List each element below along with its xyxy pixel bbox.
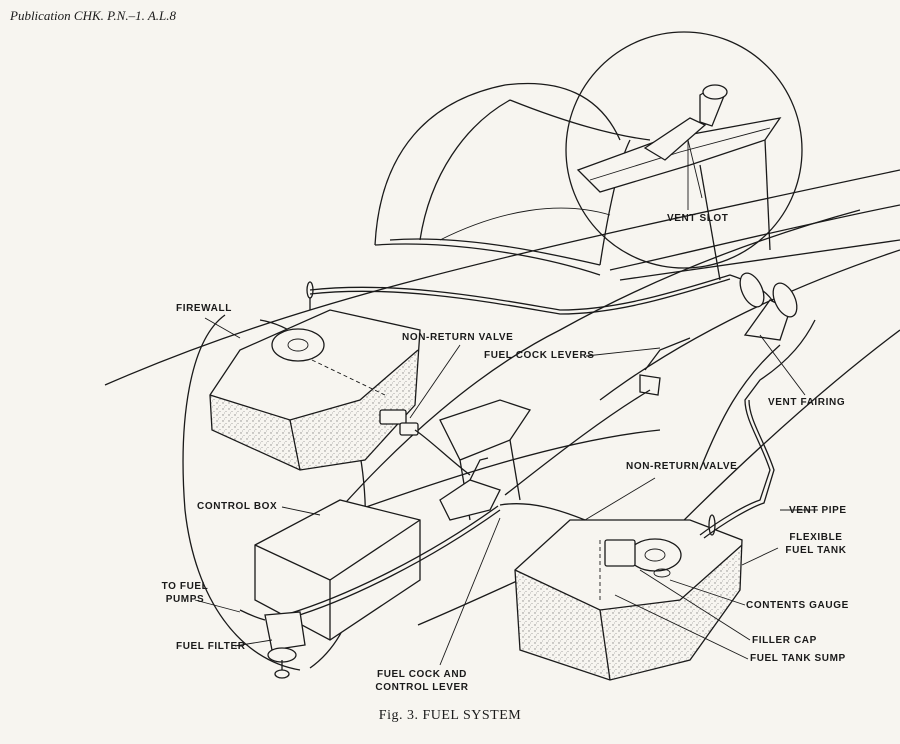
vent-fairing	[739, 272, 798, 341]
label-non-return-valve-right: NON-RETURN VALVE	[626, 461, 738, 472]
label-fuel-cock-levers: FUEL COCK LEVERS	[484, 350, 595, 361]
label-filler-cap: FILLER CAP	[752, 635, 817, 646]
left-fuel-tank	[209, 281, 421, 471]
label-fuel-cock-and-control-lever: FUEL COCK AND CONTROL LEVER	[370, 668, 474, 694]
label-fuel-tank-sump: FUEL TANK SUMP	[750, 653, 846, 664]
vent-slot-inset	[565, 31, 803, 281]
figure-caption: Fig. 3. FUEL SYSTEM	[0, 708, 900, 724]
label-flexible-fuel-tank: FLEXIBLE FUEL TANK	[776, 531, 856, 557]
label-contents-gauge: CONTENTS GAUGE	[746, 600, 849, 611]
label-vent-fairing: VENT FAIRING	[768, 397, 846, 408]
leader-lines	[194, 140, 818, 666]
right-fuel-tank	[514, 514, 743, 681]
fuel-cock-levers	[439, 337, 691, 521]
publication-header: Publication CHK. P.N.–1. A.L.8	[10, 8, 177, 23]
label-firewall: FIREWALL	[176, 303, 232, 314]
control-box	[254, 499, 421, 641]
label-control-box: CONTROL BOX	[197, 501, 278, 512]
label-fuel-cock-and-control-lever-line2: CONTROL LEVER	[375, 682, 469, 693]
label-flexible-fuel-tank-line1: FLEXIBLE	[789, 532, 843, 543]
label-fuel-filter: FUEL FILTER	[176, 641, 246, 652]
label-non-return-valve-top: NON-RETURN VALVE	[402, 332, 514, 343]
fuel-filter	[239, 609, 306, 679]
caption-title: FUEL SYSTEM	[422, 708, 522, 723]
label-fuel-cock-and-control-lever-line1: FUEL COCK AND	[376, 669, 468, 680]
canopy	[374, 82, 900, 281]
label-flexible-fuel-tank-line2: FUEL TANK	[785, 545, 847, 556]
label-to-fuel-pumps: TO FUEL PUMPS	[160, 580, 210, 606]
caption-prefix: Fig. 3.	[378, 708, 419, 723]
label-to-fuel-pumps-line2: PUMPS	[165, 594, 205, 605]
label-vent-slot: VENT SLOT	[667, 213, 729, 224]
fuselage-outline	[104, 169, 900, 656]
label-to-fuel-pumps-line1: TO FUEL	[161, 581, 209, 592]
label-vent-pipe: VENT PIPE	[789, 505, 847, 516]
